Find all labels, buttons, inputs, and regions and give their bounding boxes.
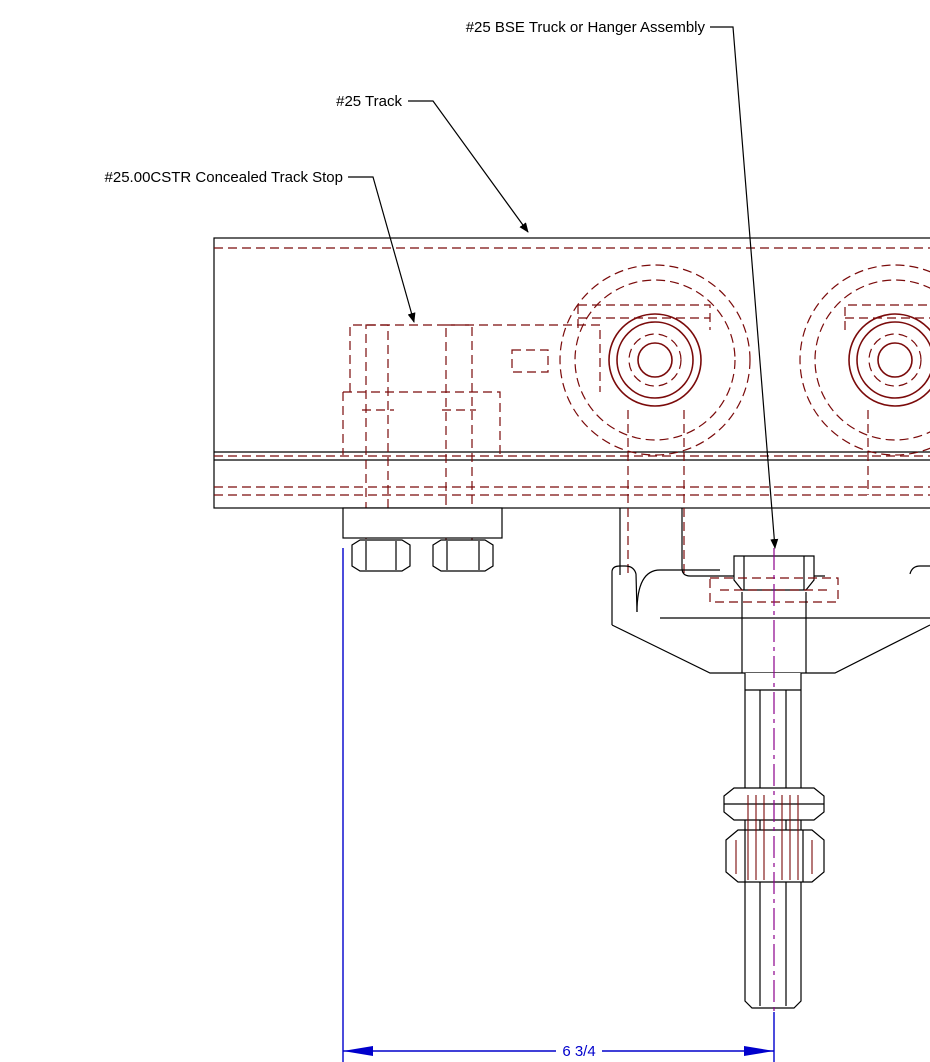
concealed-track-stop [342, 324, 601, 572]
track-profile [213, 237, 930, 509]
track-stop-callout-label: #25.00CSTR Concealed Track Stop [105, 169, 343, 186]
track-callout-label: #25 Track [336, 93, 402, 110]
callout-leaders [348, 26, 779, 549]
truck-wheels [559, 264, 930, 575]
truck-leader-arrow [710, 26, 779, 549]
dimension-arrow-right [744, 1046, 774, 1056]
dimension-value: 6 3/4 [562, 1043, 595, 1060]
track-leader-arrow [408, 100, 529, 233]
truck-callout-label: #25 BSE Truck or Hanger Assembly [466, 19, 706, 36]
hanger-assembly [611, 508, 930, 1012]
dimension-6-3-4: 6 3/4 [342, 548, 775, 1062]
stop-leader-arrow [348, 176, 416, 323]
dimension-arrow-left [343, 1046, 373, 1056]
